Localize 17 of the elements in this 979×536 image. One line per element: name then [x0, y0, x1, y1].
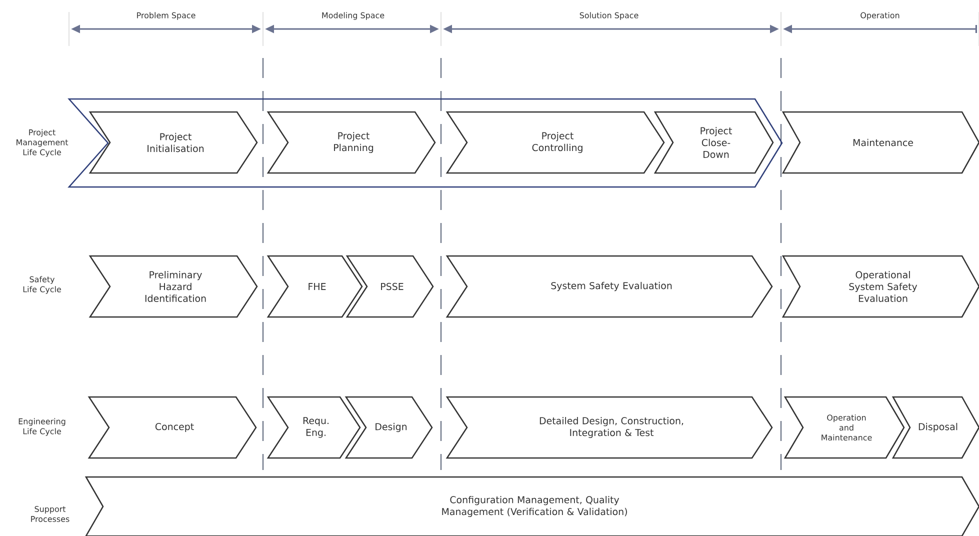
chevron-box: Preliminary Hazard Identification [88, 255, 258, 318]
chevron-box: Design [344, 396, 433, 459]
chevron-box: System Safety Evaluation [446, 255, 773, 318]
band-chevron [68, 98, 783, 188]
chevron-box: Maintenance [782, 111, 979, 174]
chevron-box: Disposal [892, 396, 979, 459]
chevron-box: Project Controlling [446, 111, 665, 174]
chevron-box: Concept [88, 396, 257, 459]
chevron-box: Project Initialisation [88, 111, 258, 174]
chevron-box: Configuration Management, Quality Management (Verification & Validation) [84, 476, 979, 536]
chevron-box: Detailed Design, Construction, Integration & Test [446, 396, 773, 459]
chevron-box: Project Planning [266, 111, 436, 174]
chevron-box: FHE [266, 255, 363, 318]
chevron-box: Requ. Eng. [266, 396, 361, 459]
chevron-box: Operational System Safety Evaluation [782, 255, 979, 318]
chevron-box: PSSE [346, 255, 434, 318]
chevron-box: Project Close-Down [654, 111, 774, 174]
